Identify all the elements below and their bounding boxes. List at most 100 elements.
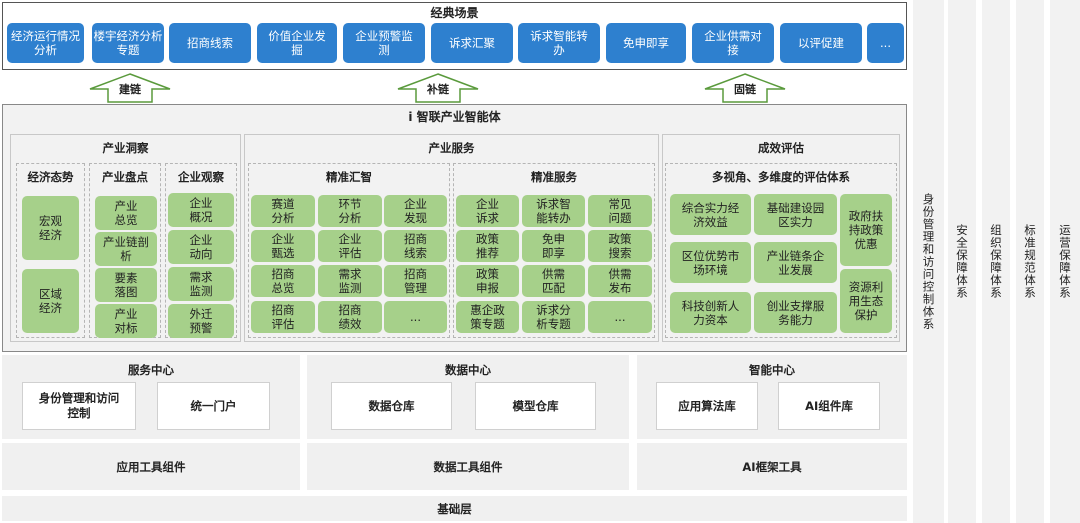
center-item[interactable]: 应用算法库 (656, 382, 758, 430)
gather-item[interactable]: 赛道分析 (251, 195, 315, 227)
eval-item-tall[interactable]: 资源利用生态保护 (840, 269, 892, 333)
precise-item[interactable]: 政策搜索 (588, 230, 652, 262)
center-item[interactable]: AI组件库 (778, 382, 880, 430)
base-layer: 基础层 (2, 496, 907, 521)
scenario-box[interactable]: 企业预警监测 (343, 23, 425, 63)
up-arrow-icon (397, 73, 479, 103)
center-item[interactable]: 数据仓库 (331, 382, 452, 430)
insight-item[interactable]: 要素落图 (95, 268, 157, 302)
fill-chain-arrow: 补链 (396, 72, 480, 104)
side-system-label: 标准规范体系 (1023, 224, 1037, 299)
insight-item[interactable]: 企业动向 (168, 230, 234, 264)
precise-item[interactable]: 诉求分析专题 (522, 301, 585, 333)
gather-item[interactable]: 环节分析 (318, 195, 382, 227)
eval-item[interactable]: 综合实力经济效益 (670, 194, 751, 235)
precise-item[interactable]: 供需匹配 (522, 265, 585, 297)
precise-item[interactable]: 免申即享 (522, 230, 585, 262)
side-system-label: 身份管理和访问控制体系 (921, 192, 936, 331)
scenario-box[interactable]: 以评促建 (780, 23, 862, 63)
gather-item[interactable]: 企业评估 (318, 230, 382, 262)
center-title: 智能中心 (749, 363, 795, 377)
tool-data[interactable]: 数据工具组件 (307, 443, 629, 490)
gather-group (248, 163, 450, 338)
scenario-box[interactable]: 诉求智能转办 (518, 23, 600, 63)
insight-item[interactable]: 宏观经济 (22, 196, 79, 260)
eval-item-tall[interactable]: 政府扶持政策优惠 (840, 194, 892, 266)
scenarios-title: 经典场景 (430, 5, 479, 20)
insight-title: 产业洞察 (102, 141, 149, 155)
precise-item[interactable]: 供需发布 (588, 265, 652, 297)
center-item[interactable]: 身份管理和访问控制 (22, 382, 136, 430)
eval-item[interactable]: 产业链条企业发展 (754, 242, 837, 283)
col-title: 产业盘点 (102, 170, 148, 184)
eval-group (665, 163, 897, 338)
fix-chain-arrow: 固链 (703, 72, 787, 104)
tool-app[interactable]: 应用工具组件 (2, 443, 300, 490)
gather-item[interactable]: 需求监测 (318, 265, 382, 297)
precise-item[interactable]: 常见问题 (588, 195, 652, 227)
precise-item[interactable]: 政策申报 (456, 265, 519, 297)
precise-group (453, 163, 655, 338)
center-item[interactable]: 模型仓库 (475, 382, 596, 430)
scenario-box-more[interactable]: ... (867, 23, 904, 63)
precise-item[interactable]: 政策推荐 (456, 230, 519, 262)
precise-item[interactable]: 诉求智能转办 (522, 195, 585, 227)
arrow-label: 固链 (734, 83, 756, 96)
insight-item[interactable]: 外迁预警 (168, 304, 234, 338)
build-chain-arrow: 建链 (88, 72, 172, 104)
side-system-identity: 身份管理和访问控制体系 (913, 0, 944, 523)
side-system-label: 安全保障体系 (955, 224, 969, 299)
insight-item[interactable]: 产业对标 (95, 304, 157, 338)
service-title: 产业服务 (428, 141, 475, 155)
scenario-box[interactable]: 招商线索 (169, 23, 251, 63)
side-system-operations: 运营保障体系 (1050, 0, 1080, 523)
scenario-box[interactable]: 诉求汇聚 (431, 23, 513, 63)
side-system-label: 运营保障体系 (1058, 224, 1072, 299)
insight-item[interactable]: 需求监测 (168, 267, 234, 301)
precise-item[interactable]: 企业诉求 (456, 195, 519, 227)
platform-title: i 智联产业智能体 (408, 109, 501, 124)
side-system-security: 安全保障体系 (948, 0, 976, 523)
insight-item[interactable]: 产业总览 (95, 196, 157, 230)
col-title: 企业观察 (178, 170, 224, 184)
eval-item[interactable]: 基础建设园区实力 (754, 194, 837, 235)
up-arrow-icon (704, 73, 786, 103)
precise-title: 精准服务 (531, 170, 577, 184)
gather-item[interactable]: 招商总览 (251, 265, 315, 297)
up-arrow-icon (89, 73, 171, 103)
scenario-box[interactable]: 企业供需对接 (692, 23, 774, 63)
tool-ai[interactable]: AI框架工具 (637, 443, 907, 490)
center-title: 数据中心 (445, 363, 491, 377)
gather-item[interactable]: 招商评估 (251, 301, 315, 333)
side-system-standards: 标准规范体系 (1016, 0, 1044, 523)
insight-item[interactable]: 产业链剖析 (95, 232, 157, 266)
insight-item[interactable]: 区域经济 (22, 269, 79, 333)
gather-item-more[interactable]: ... (384, 301, 447, 333)
eval-item[interactable]: 创业支撑服务能力 (754, 292, 837, 333)
col-title: 经济态势 (27, 170, 74, 184)
gather-item[interactable]: 企业发现 (384, 195, 447, 227)
center-title: 服务中心 (128, 363, 174, 377)
scenario-box[interactable]: 价值企业发掘 (257, 23, 337, 63)
arrow-label: 补链 (427, 83, 449, 96)
gather-item[interactable]: 招商绩效 (318, 301, 382, 333)
insight-col-economy (16, 163, 85, 338)
precise-item[interactable]: 惠企政策专题 (456, 301, 519, 333)
scenario-box[interactable]: 免申即享 (606, 23, 686, 63)
gather-item[interactable]: 企业甄选 (251, 230, 315, 262)
scenario-box[interactable]: 楼宇经济分析专题 (92, 23, 164, 63)
gather-item[interactable]: 招商线索 (384, 230, 447, 262)
eval-title: 成效评估 (758, 141, 804, 155)
insight-item[interactable]: 企业概况 (168, 193, 234, 227)
precise-item-more[interactable]: ... (588, 301, 652, 333)
scenario-box[interactable]: 经济运行情况分析 (7, 23, 84, 63)
gather-item[interactable]: 招商管理 (384, 265, 447, 297)
eval-item[interactable]: 区位优势市场环境 (670, 242, 751, 283)
side-system-organization: 组织保障体系 (982, 0, 1010, 523)
eval-item[interactable]: 科技创新人力资本 (670, 292, 751, 333)
side-system-label: 组织保障体系 (989, 224, 1003, 299)
gather-title: 精准汇智 (326, 170, 372, 184)
eval-subtitle: 多视角、多维度的评估体系 (712, 170, 850, 184)
arrow-label: 建链 (119, 83, 141, 96)
center-item[interactable]: 统一门户 (157, 382, 270, 430)
